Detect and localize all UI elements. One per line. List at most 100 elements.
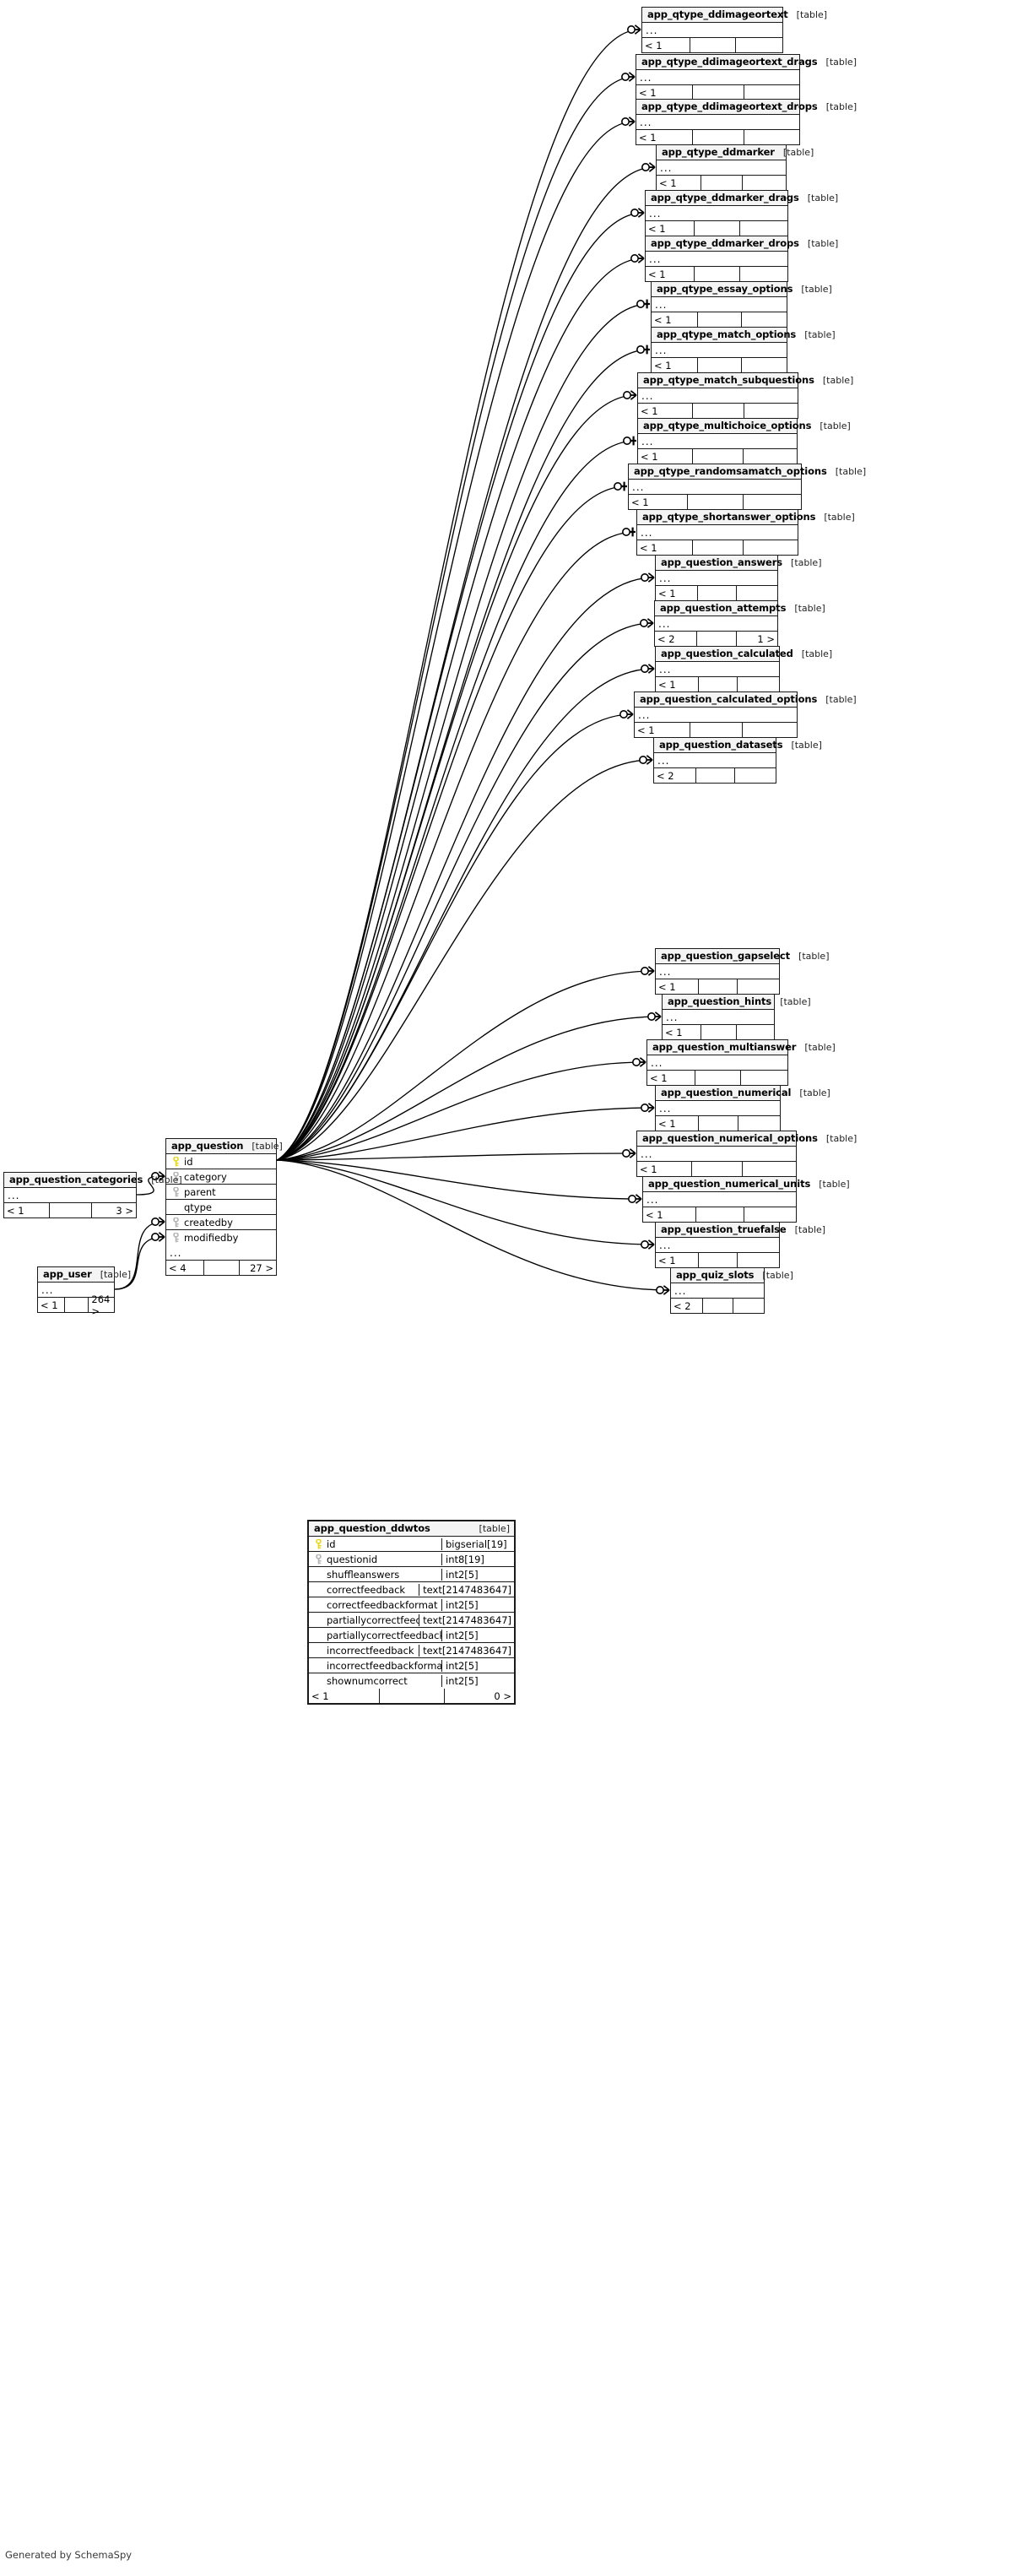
footer-child-count	[736, 586, 777, 600]
table-app-question-multianswer[interactable]: app_question_multianswer[table]...< 1	[646, 1039, 836, 1086]
column-type: int8[19]	[441, 1553, 514, 1565]
table-app-qtype-multichoice-options[interactable]: app_qtype_multichoice_options[table]...<…	[637, 418, 851, 464]
footer-child-count	[734, 38, 782, 52]
table-app-question-datasets[interactable]: app_question_datasets[table]...< 2	[653, 737, 822, 784]
footer-parent-count: < 1	[641, 404, 658, 417]
table-app-qtype-shortanswer-options[interactable]: app_qtype_shortanswer_options[table]...<…	[636, 509, 855, 556]
footer-child-count	[737, 979, 779, 994]
table-name: app_question_numerical	[661, 1087, 792, 1098]
table-kind-label: [table]	[819, 1178, 850, 1190]
table-header: app_quiz_slots[table]	[671, 1268, 793, 1283]
footer-parent-count: < 1	[648, 222, 666, 235]
table-kind-label: [table]	[824, 511, 855, 523]
column-type: int2[5]	[441, 1568, 514, 1581]
footer-parent-count: < 1	[658, 587, 676, 599]
table-name: app_question_attempts	[660, 602, 787, 614]
collapsed-columns-ellipsis: ...	[647, 1055, 787, 1071]
column-row[interactable]: modifiedby	[166, 1230, 276, 1245]
column-row[interactable]: qtype	[166, 1200, 276, 1215]
table-name: app_question_multianswer	[652, 1041, 797, 1053]
table-app-question-numerical-options[interactable]: app_question_numerical_options[table]...…	[636, 1131, 857, 1177]
table-app-qtype-ddmarker-drags[interactable]: app_qtype_ddmarker_drags[table]...< 1	[645, 190, 838, 236]
table-app-question-hints[interactable]: app_question_hints[table]...< 1	[662, 994, 811, 1040]
table-name: app_qtype_ddmarker_drags	[651, 192, 799, 203]
table-header: app_qtype_ddmarker[table]	[657, 145, 814, 160]
table-name: app_qtype_ddmarker_drops	[651, 237, 799, 249]
table-header: app_question_categories[table]	[4, 1173, 182, 1188]
table-name: app_question_numerical_options	[642, 1132, 818, 1144]
table-footer: < 2	[671, 1299, 764, 1313]
column-row[interactable]: parent	[166, 1185, 276, 1200]
table-kind-label: [table]	[798, 950, 830, 962]
table-app-question-answers[interactable]: app_question_answers[table]...< 1	[655, 555, 822, 601]
collapsed-columns-ellipsis: ...	[638, 388, 798, 404]
table-app-question-numerical[interactable]: app_question_numerical[table]...< 1	[655, 1085, 830, 1131]
footer-child-count	[737, 1253, 779, 1267]
table-app-qtype-randomsamatch-options[interactable]: app_qtype_randomsamatch_options[table]..…	[628, 464, 866, 510]
footer-parent-count: < 1	[648, 268, 666, 280]
column-type: bigserial[19]	[441, 1537, 514, 1550]
table-header: app_qtype_match_subquestions[table]	[638, 373, 853, 388]
column-row[interactable]: createdby	[166, 1215, 276, 1230]
table-app-question-numerical-units[interactable]: app_question_numerical_units[table]...< …	[642, 1176, 850, 1223]
table-app-quiz-slots[interactable]: app_quiz_slots[table]...< 2	[670, 1267, 793, 1314]
table-kind-label: [table]	[820, 420, 851, 431]
column-name: qtype	[184, 1201, 212, 1213]
column-type: int2[5]	[441, 1629, 514, 1641]
table-app-question-gapselect[interactable]: app_question_gapselect[table]...< 1	[655, 948, 830, 995]
table-app-question-calculated-options[interactable]: app_question_calculated_options[table]..…	[634, 691, 857, 738]
footer-child-count	[742, 495, 801, 509]
table-footer: < 1	[656, 1116, 780, 1131]
table-footer: < 1	[637, 540, 798, 555]
column-row[interactable]: partiallycorrectfeedbackformatint2[5]	[309, 1628, 514, 1643]
table-app-qtype-ddimageortext-drops[interactable]: app_qtype_ddimageortext_drops[table]...<…	[636, 99, 857, 145]
table-header: app_question_numerical[table]	[656, 1086, 830, 1101]
column-row[interactable]: partiallycorrectfeedbacktext[2147483647]	[309, 1613, 514, 1628]
column-row[interactable]: id	[166, 1154, 276, 1169]
table-app-qtype-ddmarker[interactable]: app_qtype_ddmarker[table]...< 1	[656, 144, 814, 191]
table-name: app_qtype_essay_options	[657, 283, 793, 295]
footer-parent-count: < 1	[41, 1299, 58, 1311]
footer-child-count	[738, 221, 787, 236]
table-header: app_qtype_multichoice_options[table]	[638, 419, 851, 434]
footer-child-count	[738, 1116, 780, 1131]
footer-middle	[691, 540, 744, 555]
footer-parent-count: < 1	[658, 1254, 676, 1266]
table-kind-label: [table]	[796, 8, 828, 20]
table-header: app_user[table]	[38, 1267, 131, 1283]
table-header: app_question_multianswer[table]	[647, 1040, 836, 1055]
footer-middle	[697, 358, 740, 372]
foreign-key-icon	[170, 1233, 181, 1243]
table-kind-label: [table]	[825, 100, 857, 112]
table-app-question-truefalse[interactable]: app_question_truefalse[table]...< 1	[655, 1222, 825, 1268]
footer-middle	[695, 768, 734, 783]
table-app-qtype-match-options[interactable]: app_qtype_match_options[table]...< 1	[651, 327, 836, 373]
table-app-qtype-essay-options[interactable]: app_qtype_essay_options[table]...< 1	[651, 281, 832, 328]
column-row[interactable]: category	[166, 1169, 276, 1185]
table-footer: < 1	[637, 1162, 796, 1176]
table-app-qtype-match-subquestions[interactable]: app_qtype_match_subquestions[table]...< …	[637, 372, 853, 419]
collapsed-columns-ellipsis: ...	[646, 206, 787, 221]
column-type: text[2147483647]	[419, 1613, 514, 1626]
table-app-question-calculated[interactable]: app_question_calculated[table]...< 1	[655, 646, 832, 692]
table-app-qtype-ddimageortext-drags[interactable]: app_qtype_ddimageortext_drags[table]...<…	[636, 54, 857, 100]
table-app-qtype-ddimageortext[interactable]: app_qtype_ddimageortext[table]...< 1	[641, 7, 827, 53]
table-name: app_question_answers	[661, 556, 783, 568]
table-header: app_question_truefalse[table]	[656, 1223, 825, 1238]
table-app-qtype-ddmarker-drops[interactable]: app_qtype_ddmarker_drops[table]...< 1	[645, 236, 838, 282]
